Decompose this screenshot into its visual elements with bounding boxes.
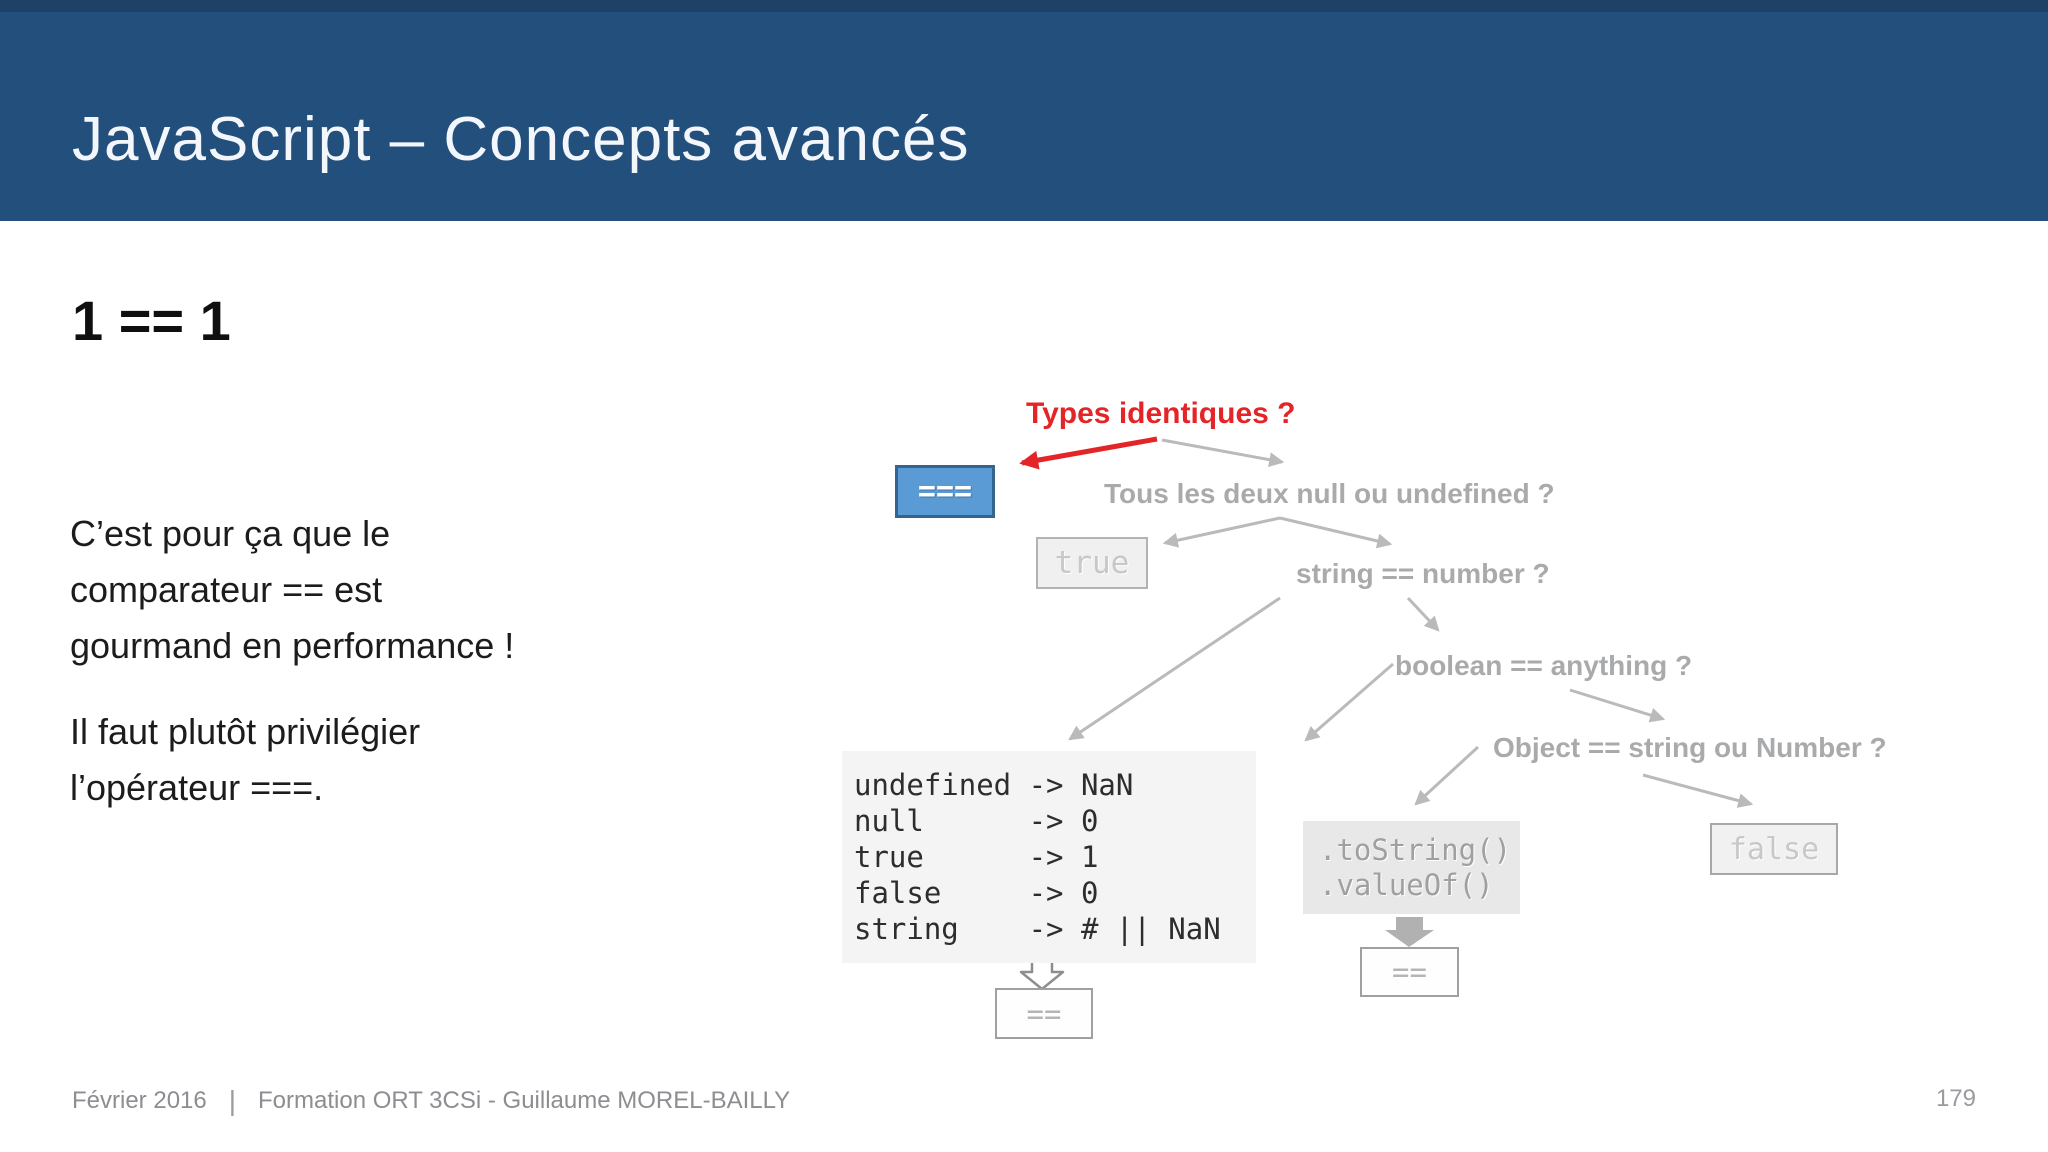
question-string-number: string == number ? [1296,558,1550,589]
tostring-valueof-node: .toString() .valueOf() [1303,821,1520,914]
loose-equality-node-right: == [1360,947,1459,997]
red-arrow-types-identiques [1019,436,1158,470]
header-top-stripe [0,0,2048,12]
arrow-q1-to-true [1162,516,1281,548]
section-heading: 1 == 1 [72,289,231,352]
body-paragraph-1: C’est pour ça que le comparateur == est … [70,513,515,666]
block-arrow-table-to-eq [1019,958,1065,991]
arrow-to-null-undefined [1161,438,1285,468]
types-identiques-label: Types identiques ? [1026,397,1296,430]
block-arrow-tostring-to-eq [1385,917,1434,947]
strict-equality-node: === [895,465,995,518]
footer-date: Février 2016 [72,1087,207,1114]
question-null-undefined: Tous les deux null ou undefined ? [1104,478,1555,509]
page-number: 179 [1935,1085,1976,1112]
arrow-q1-to-string-number [1279,516,1393,549]
slide-title: JavaScript – Concepts avancés [72,105,970,174]
slide-header-band: JavaScript – Concepts avancés [0,0,2048,221]
arrow-q4-to-false [1642,773,1754,808]
footer-credit: Formation ORT 3CSi - Guillaume MOREL-BAI… [258,1087,791,1114]
arrow-q2-to-table [1068,596,1281,741]
arrow-q3-to-object [1569,688,1666,723]
loose-equality-node-left: == [995,988,1093,1039]
footer-separator: | [228,1085,237,1116]
arrow-q2-to-boolean [1406,596,1440,632]
true-node: true [1036,537,1148,589]
coercion-table: undefined -> NaN null -> 0 true -> 1 fal… [842,751,1256,963]
body-paragraph-2: Il faut plutôt privilégier l’opérateur =… [70,711,421,808]
slide-footer: Février 2016 | Formation ORT 3CSi - Guil… [72,1085,790,1117]
question-boolean-anything: boolean == anything ? [1395,650,1693,681]
arrow-q4-to-tostring [1414,745,1480,806]
false-node: false [1710,823,1838,875]
arrow-q3-to-table [1304,662,1394,742]
question-object-string-number: Object == string ou Number ? [1493,732,1887,763]
